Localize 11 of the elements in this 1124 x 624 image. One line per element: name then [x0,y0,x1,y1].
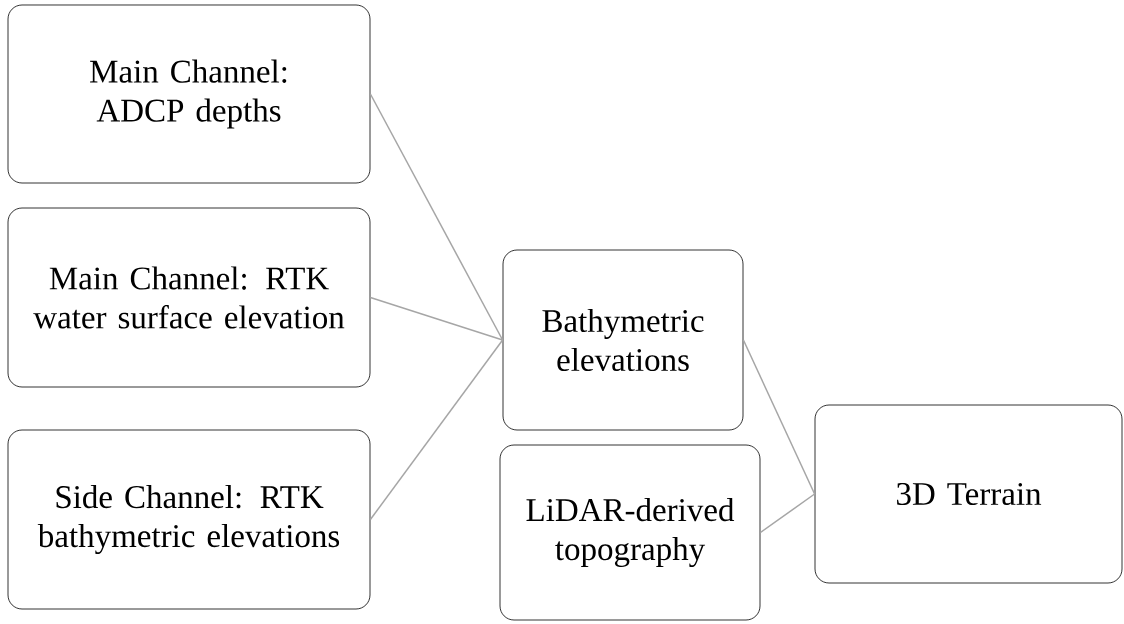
connector-line [369,339,504,521]
process-box: LiDAR-derived topography [499,444,761,621]
process-box: 3D Terrain [814,404,1123,584]
connector-line [759,493,816,534]
process-box: Bathymetric elevations [502,249,744,431]
process-box: Main Channel: ADCP depths [7,4,371,184]
process-box: Side Channel: RTK bathymetric elevations [7,429,371,610]
process-box: Main Channel: RTK water surface elevation [7,207,371,388]
connector-line [369,93,504,341]
connector-line [742,339,816,495]
connector-line [369,296,504,341]
